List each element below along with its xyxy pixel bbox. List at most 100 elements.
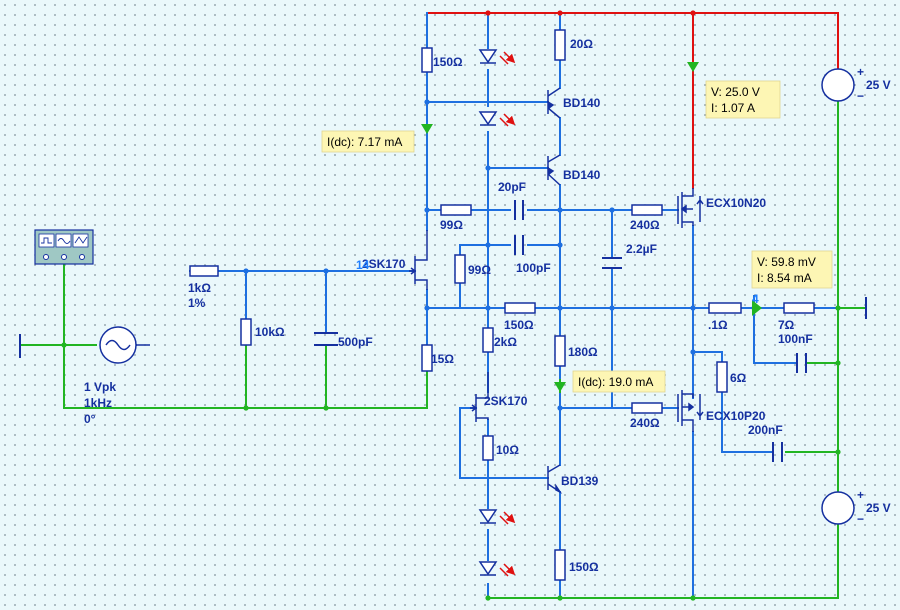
resistor-20 [554,29,566,61]
arrow-idc-bottom [554,382,566,392]
component-labels: 150Ω 20Ω BD140 BD140 20pF 99Ω 240Ω ECX10… [84,37,891,574]
ac-source[interactable] [99,326,150,364]
label-node-14: 14 [356,258,370,272]
svg-text:+: + [857,488,864,502]
wire-negative-rail [487,521,839,599]
label-r-2k: 2kΩ [494,335,517,349]
label-2sk170-bottom: 2SK170 [484,394,528,408]
resistor-150-top [421,47,433,73]
transistor-bd140-top [546,87,561,119]
probe-idc-bottom[interactable]: I(dc): 19.0 mA [572,370,666,393]
label-r-1k: 1kΩ [188,281,211,295]
label-c-20p: 20pF [498,180,526,194]
led-2 [478,111,512,126]
probe-idc-bottom-value: I(dc): 19.0 mA [578,375,653,389]
resistor-10k [240,318,252,346]
resistor-99-mid [454,254,466,284]
transistor-bd139 [547,464,563,494]
svg-text:−: − [857,89,864,103]
capacitor-500p [314,332,338,346]
capacitor-2-2u [602,257,622,269]
resistor-6 [716,361,728,393]
label-vcc-bottom: 25 V [866,501,891,515]
resistor-99-top [440,204,472,216]
resistor-0-1 [708,302,742,314]
resistor-240-bottom [631,402,663,414]
probe-output-current: I: 8.54 mA [757,271,812,285]
probe-output[interactable]: V: 59.8 mV I: 8.54 mA [751,250,833,289]
capacitor-100n [796,353,807,373]
label-r-240-top: 240Ω [630,218,660,232]
resistor-10 [482,435,494,461]
probe-supply[interactable]: V: 25.0 V I: 1.07 A [705,80,781,119]
label-r-0-1: .1Ω [708,318,728,332]
label-r-99-top: 99Ω [440,218,463,232]
label-r-10k: 10kΩ [255,325,285,339]
label-r-20: 20Ω [570,37,593,51]
resistor-1k [189,265,219,277]
arrow-supply [687,62,699,72]
probe-supply-current: I: 1.07 A [711,101,755,115]
label-r-150-top: 150Ω [433,55,463,69]
label-c-100p: 100pF [516,261,551,275]
label-bd139: BD139 [561,474,599,488]
label-c-200n: 200nF [748,423,783,437]
label-r-1k-tolerance: 1% [188,296,206,310]
mosfet-p [677,390,704,432]
resistor-150-bottom [554,549,566,581]
label-vin-amplitude: 1 Vpk [84,380,116,394]
probe-idc-top-value: I(dc): 7.17 mA [327,135,402,149]
led-3 [478,509,512,524]
triangle-wave-icon [74,236,88,244]
resistor-bodies [189,29,815,581]
led-4 [478,561,512,576]
resistor-150-mid [504,302,536,314]
square-wave-icon [41,237,52,244]
capacitor-200n [772,442,783,462]
sine-wave-icon [57,238,71,244]
label-c-100n: 100nF [778,332,813,346]
probe-idc-top[interactable]: I(dc): 7.17 mA [321,130,415,153]
label-r-180: 180Ω [568,345,598,359]
label-bd140-mid: BD140 [563,168,601,182]
bipolar-transistors [546,87,563,494]
resistor-7 [783,302,815,314]
label-mosfet-n: ECX10N20 [706,196,766,210]
capacitors [314,200,807,462]
label-bd140-top: BD140 [563,96,601,110]
label-r-99-mid: 99Ω [468,263,491,277]
label-r-240-bottom: 240Ω [630,416,660,430]
label-r-6: 6Ω [730,371,747,385]
led-1 [478,49,512,64]
resistor-180 [554,335,566,367]
label-node-4: 4 [752,292,759,306]
arrow-idc-top [421,124,433,134]
function-generator[interactable] [34,229,94,265]
probe-supply-voltage: V: 25.0 V [711,85,760,99]
current-arrows [421,62,762,392]
dc-source-top[interactable]: + − [821,65,864,103]
resistor-15 [421,344,433,372]
label-vcc-top: 25 V [866,78,891,92]
resistor-240-top [631,204,663,216]
label-2sk170-top: 2SK170 [362,257,406,271]
capacitor-100p [514,235,524,255]
jfet-2sk170-bottom [470,372,489,422]
label-r-150-mid: 150Ω [504,318,534,332]
label-c-2-2u: 2.2µF [626,242,657,256]
capacitor-20p [514,200,524,220]
label-r-10: 10Ω [496,443,519,457]
svg-text:+: + [857,65,864,79]
label-r-7: 7Ω [778,318,795,332]
transistor-bd140-mid [546,154,561,186]
label-mosfet-p: ECX10P20 [706,409,766,423]
svg-text:−: − [857,512,864,526]
label-r-15: 15Ω [431,352,454,366]
label-vin-phase: 0° [84,412,96,426]
jfets [409,230,489,422]
mosfet-n [677,188,704,228]
label-c-500p: 500pF [338,335,373,349]
jfet-2sk170-top [409,230,428,290]
dc-source-bottom[interactable]: + − [821,488,864,526]
